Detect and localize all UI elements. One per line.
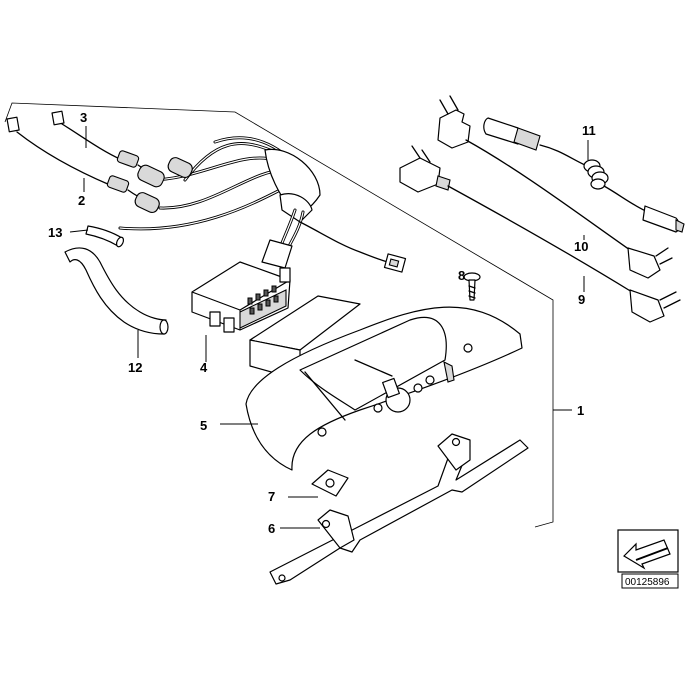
callout-5: 5 [200,418,207,433]
callout-13: 13 [48,225,62,240]
connector-pins [247,285,279,315]
part-6-bracket [269,433,529,585]
callout-4: 4 [200,360,208,375]
part-7-clip-nut [288,469,349,498]
part-4-connector [191,261,291,362]
callout-10: 10 [574,239,588,254]
callout-8: 8 [458,268,465,283]
callout-1: 1 [577,403,584,418]
callout-9: 9 [578,292,585,307]
callout-11: 11 [582,123,596,138]
document-number-box: 00125896 [621,573,679,589]
callout-12: 12 [128,360,142,375]
arrow-down-left-icon [617,529,679,573]
callout-6: 6 [268,521,275,536]
callout-labels: 1 2 3 4 5 6 7 8 9 10 11 12 13 [48,110,596,536]
part-13-tube [69,225,125,248]
part-8-screw [463,272,481,301]
part-11-coiled-cable [483,117,685,233]
part-12-hose [64,247,169,358]
callout-3: 3 [80,110,87,125]
part-5-housing [220,295,523,471]
callout-2: 2 [78,193,85,208]
document-number: 00125896 [625,577,670,588]
callout-7: 7 [268,489,275,504]
main-wiring-harness [118,136,407,273]
assembly-outline [4,102,572,528]
part-10-plug-cable [437,95,673,279]
part-9-plug-cable [399,145,681,323]
